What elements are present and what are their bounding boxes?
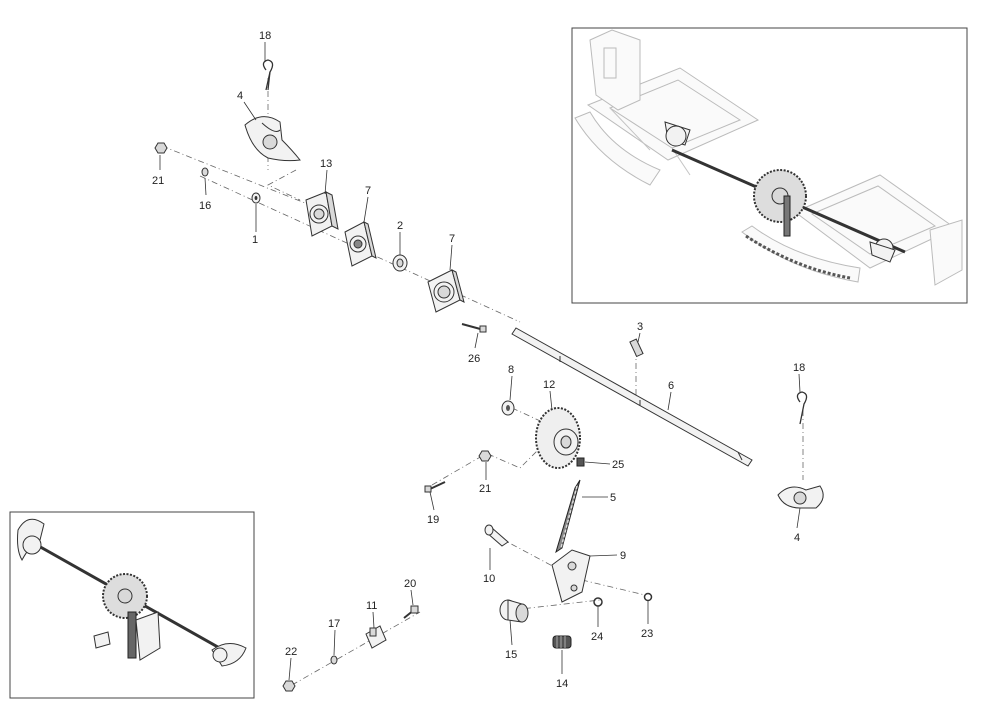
callout-18-top: 18 — [259, 30, 271, 42]
callout-12: 12 — [543, 379, 555, 391]
part-13-bearing-flange — [305, 191, 339, 237]
part-21-nut-top — [154, 142, 168, 154]
callout-14: 14 — [556, 678, 568, 690]
callout-19: 19 — [427, 514, 439, 526]
part-4-agitator-top — [244, 116, 301, 162]
part-26-bolt — [461, 323, 487, 333]
part-23-clip — [643, 592, 653, 602]
part-21-nut-middle — [478, 450, 492, 462]
part-18-hairpin-clip-right — [796, 391, 808, 425]
callout-24: 24 — [591, 631, 603, 643]
inset-assembly-bottom-left — [9, 511, 255, 699]
callout-8: 8 — [508, 364, 514, 376]
part-12-sprocket — [535, 407, 581, 469]
callout-9: 9 — [620, 550, 626, 562]
part-7-flange-plate-a — [344, 221, 377, 267]
part-10-pin — [484, 524, 509, 547]
part-4-agitator-right — [777, 485, 824, 509]
callout-17: 17 — [328, 618, 340, 630]
part-20-bolt — [403, 605, 419, 619]
part-11-bracket — [365, 625, 387, 649]
part-25-set-screw — [576, 457, 585, 467]
callout-3: 3 — [637, 321, 643, 333]
callout-26: 26 — [468, 353, 480, 365]
callout-4-right: 4 — [794, 532, 800, 544]
callout-labels: 18 4 21 16 13 1 7 2 7 26 3 6 18 8 12 25 … — [152, 30, 805, 690]
callout-2: 2 — [397, 220, 403, 232]
part-1-washer — [251, 192, 261, 204]
part-5-chain — [555, 479, 581, 554]
callout-7-b: 7 — [449, 233, 455, 245]
callout-23: 23 — [641, 628, 653, 640]
callout-5: 5 — [610, 492, 616, 504]
part-19-bolt — [424, 481, 446, 493]
part-16-lock-washer — [201, 167, 209, 177]
callout-4-top: 4 — [237, 90, 243, 102]
callout-15: 15 — [505, 649, 517, 661]
part-17-washer — [330, 655, 338, 665]
callout-25: 25 — [612, 459, 624, 471]
leader-lines — [159, 42, 801, 681]
callout-22: 22 — [285, 646, 297, 658]
callout-13: 13 — [320, 158, 332, 170]
part-3-key — [629, 338, 644, 358]
callout-10: 10 — [483, 573, 495, 585]
part-6-shaft — [511, 327, 753, 467]
part-7-flange-bearing-b — [427, 269, 465, 313]
callout-18-right: 18 — [793, 362, 805, 374]
callout-7-a: 7 — [365, 185, 371, 197]
callout-11: 11 — [366, 600, 377, 612]
part-24-clip — [593, 597, 603, 607]
callout-16: 16 — [199, 200, 211, 212]
callout-20: 20 — [404, 578, 416, 590]
inset-assembly-top-right — [571, 27, 968, 304]
part-22-nut — [282, 680, 296, 692]
part-18-hairpin-clip-top — [262, 59, 274, 91]
callout-21-top: 21 — [152, 175, 164, 187]
part-14-spring — [552, 635, 572, 649]
callout-1: 1 — [252, 234, 258, 246]
part-8-washer — [501, 400, 515, 416]
part-9-tensioner-bracket — [551, 549, 591, 603]
callout-21-middle: 21 — [479, 483, 491, 495]
part-2-bushing — [392, 254, 408, 272]
callout-6: 6 — [668, 380, 674, 392]
part-15-idler-roller — [499, 599, 529, 623]
